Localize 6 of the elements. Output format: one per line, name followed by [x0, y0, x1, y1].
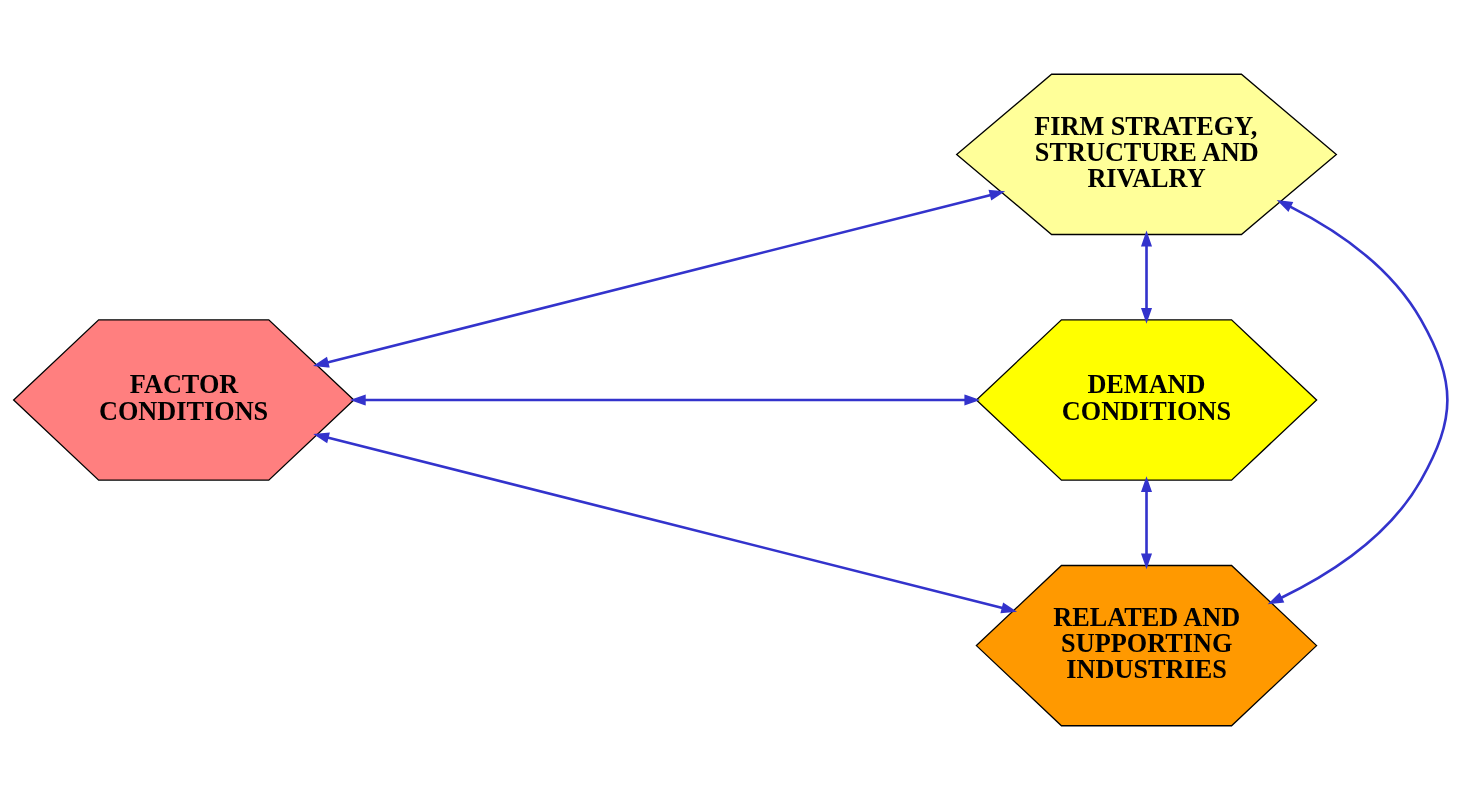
arrow — [1267, 199, 1449, 605]
arrow — [1140, 230, 1153, 324]
arrow — [349, 394, 981, 406]
arrow — [1140, 476, 1153, 570]
arrow — [313, 189, 1006, 368]
arrow — [313, 432, 1018, 614]
